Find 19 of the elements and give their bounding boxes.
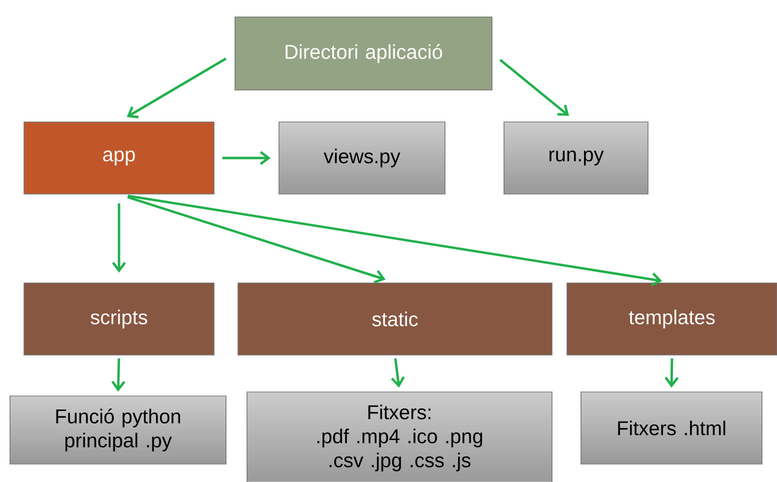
arrow [111,358,126,392]
file-box: Fitxers: .pdf .mp4 .ico .png .csv .jpg .css .js [246,392,552,482]
arrow [128,194,662,286]
file-box: views.py [278,122,446,194]
folder-box: scripts [24,282,214,356]
arrow [112,203,126,273]
arrow [126,58,227,118]
arrow [222,151,271,165]
root-folder-box: Directori aplicació [234,16,492,90]
file-box: Funció python principal .py [10,396,226,464]
file-box: Fitxers .html [580,392,762,464]
file-box: run.py [504,122,648,194]
folder-box: static [238,282,552,356]
arrow [127,196,386,284]
arrow [390,358,405,388]
folder-box: templates [566,282,777,356]
arrow [499,58,570,116]
arrow [664,358,679,388]
folder-box: app [24,122,214,194]
